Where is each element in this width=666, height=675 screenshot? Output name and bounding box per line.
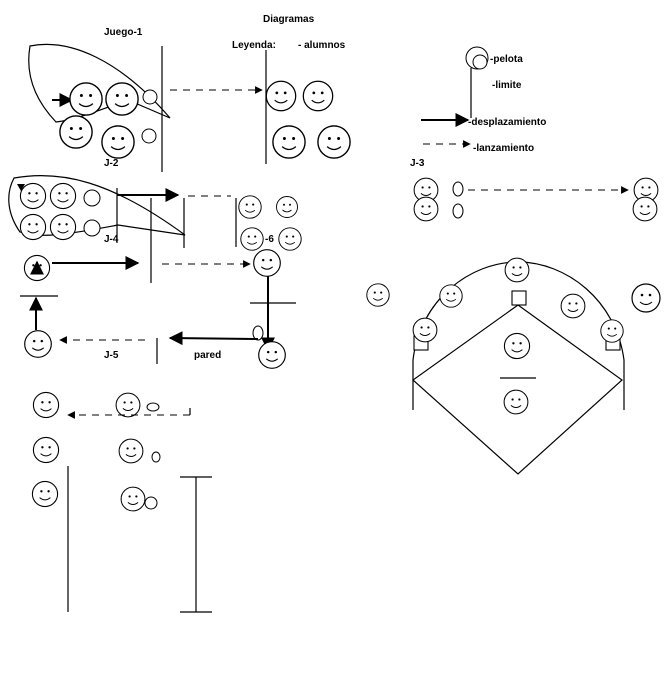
- legend-desplazamiento-label: -desplazamiento: [468, 117, 546, 128]
- student-icon: [115, 392, 141, 418]
- student-icon: [120, 486, 146, 512]
- student-icon: [632, 196, 658, 222]
- game-5-label: J-5: [104, 350, 119, 361]
- student-icon: [238, 195, 262, 219]
- ball-icon: [146, 402, 160, 412]
- student-icon: [366, 283, 390, 307]
- student-icon: [49, 182, 77, 210]
- legend-heading: Leyenda:: [232, 40, 276, 51]
- legend-ball-inner-icon: [472, 54, 488, 70]
- game-2-label: J-2: [104, 158, 119, 169]
- ball-icon: [83, 219, 101, 237]
- student-icon: [600, 319, 624, 343]
- student-icon: [101, 125, 135, 159]
- ball-icon: [144, 496, 158, 510]
- student-icon: [69, 82, 103, 116]
- ball-icon: [252, 325, 264, 341]
- page-title: Diagramas: [263, 14, 315, 25]
- student-icon: [302, 80, 334, 112]
- game-4-label: J-4: [104, 234, 119, 245]
- second-base-icon: [511, 290, 527, 306]
- ball-icon: [452, 181, 464, 197]
- student-icon: [317, 125, 351, 159]
- legend-lanzamiento-label: -lanzamiento: [473, 143, 534, 154]
- game2-small-arrow-icon: [17, 184, 25, 191]
- student-icon: [49, 213, 77, 241]
- legend-limite-label: -limite: [492, 80, 522, 91]
- legend-alumnos: - alumnos: [298, 40, 346, 51]
- student-icon: [265, 80, 297, 112]
- student-icon: [258, 341, 286, 369]
- student-icon: [412, 317, 438, 343]
- student-icon: [24, 330, 52, 358]
- student-icon: [32, 436, 60, 464]
- student-icon: [253, 249, 281, 277]
- student-icon: [560, 293, 586, 319]
- student-icon: [272, 125, 306, 159]
- student-icon: [278, 227, 302, 251]
- student-icon: [59, 115, 93, 149]
- game-6-partial-label: -6: [265, 234, 274, 245]
- student-icon: [31, 480, 59, 508]
- field-diamond: [412, 304, 623, 475]
- game1-group-outline: [28, 43, 171, 123]
- game-3-label: J-3: [410, 158, 425, 169]
- student-icon: [32, 391, 60, 419]
- student-icon: [105, 82, 139, 116]
- game-1-label: Juego-1: [104, 27, 143, 38]
- legend-pelota-label: -pelota: [490, 54, 523, 65]
- student-icon: [19, 182, 47, 210]
- ball-icon: [151, 451, 161, 463]
- student-icon: [276, 196, 298, 218]
- student-icon: [19, 213, 47, 241]
- ball-icon: [83, 189, 101, 207]
- student-icon: [503, 389, 529, 415]
- ball-icon: [141, 128, 157, 144]
- student-icon: [439, 284, 463, 308]
- game4-return-arrow: [168, 331, 259, 346]
- pared-label: pared: [194, 350, 221, 361]
- ball-icon: [452, 203, 464, 219]
- student-icon: [631, 283, 661, 313]
- student-icon: [240, 227, 264, 251]
- ball-icon: [142, 89, 158, 105]
- student-icon: [504, 257, 530, 283]
- student-icon: [118, 438, 144, 464]
- student-icon: [503, 332, 531, 360]
- student-icon: [413, 196, 439, 222]
